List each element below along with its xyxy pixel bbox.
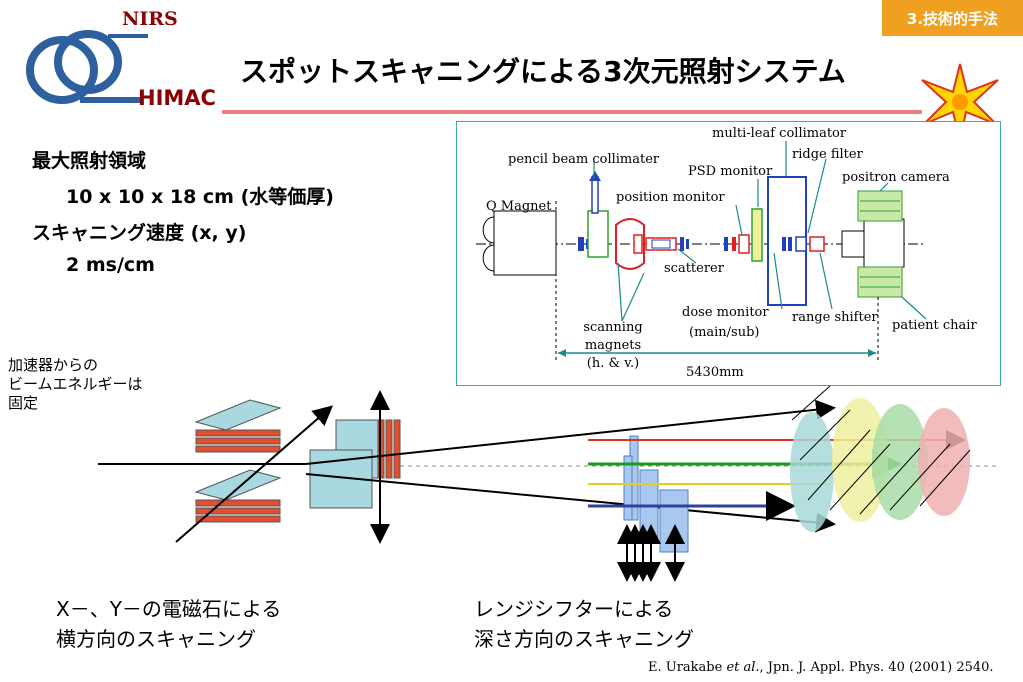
- caption-line: X－、Y－の電磁石による: [56, 597, 282, 621]
- label-line: (h. & v.): [586, 356, 640, 371]
- note-line: 固定: [8, 394, 39, 412]
- label-dose-monitor-sub: (main/sub): [689, 325, 760, 340]
- label-scanning-magnets: scanning magnets (h. & v.): [580, 320, 646, 371]
- spec-scan-speed-value: 2 ms/cm: [66, 254, 155, 276]
- label-line: scanning: [583, 320, 643, 335]
- citation-authors: E. Urakabe: [648, 660, 727, 675]
- label-psd-monitor: PSD monitor: [688, 164, 773, 179]
- label-pencil-beam-collimator: pencil beam collimater: [508, 152, 660, 167]
- label-multi-leaf-collimator: multi-leaf collimator: [712, 126, 847, 141]
- label-patient-chair: patient chair: [892, 318, 977, 333]
- citation-et-al: et al.: [726, 660, 760, 675]
- label-scatterer: scatterer: [664, 261, 724, 276]
- label-q-magnet: Q Magnet: [486, 199, 552, 214]
- note-fixed-energy: 加速器からの ビームエネルギーは 固定: [8, 356, 143, 413]
- label-dose-monitor: dose monitor: [682, 305, 769, 320]
- label-range-shifter: range shifter: [792, 310, 878, 325]
- page-title: スポットスキャニングによる3次元照射システム: [240, 55, 846, 88]
- x-magnet-upper: [194, 399, 282, 453]
- q-magnet-shape: [482, 210, 557, 276]
- logo-himac-text: HIMAC: [138, 86, 216, 110]
- citation: E. Urakabe et al., Jpn. J. Appl. Phys. 4…: [648, 660, 994, 675]
- logo-nirs-text: NIRS: [122, 8, 178, 30]
- caption-line: レンジシフターによる: [474, 597, 674, 621]
- label-length: 5430mm: [686, 365, 744, 380]
- section-badge: 3.技術的手法: [882, 0, 1023, 36]
- caption-line: 深さ方向のスキャニング: [474, 627, 694, 651]
- nirs-himac-logo: [26, 30, 148, 104]
- spec-max-area-value: 10 x 10 x 18 cm (水等価厚): [66, 186, 334, 208]
- spec-scan-speed-label: スキャニング速度 (x, y): [32, 222, 247, 244]
- scanning-illustration: [98, 385, 1000, 582]
- spec-max-area-label: 最大照射領域: [32, 150, 147, 172]
- x-magnet-lower: [194, 469, 282, 523]
- note-line: 加速器からの: [8, 356, 99, 374]
- label-line: magnets: [584, 338, 642, 353]
- caption-depth-scanning: レンジシフターによる 深さ方向のスキャニング: [474, 594, 694, 654]
- citation-journal: , Jpn. J. Appl. Phys. 40 (2001) 2540.: [759, 660, 994, 675]
- beamline-diagram: [476, 141, 927, 361]
- label-position-monitor: position monitor: [616, 190, 725, 205]
- note-line: ビームエネルギーは: [8, 375, 143, 393]
- caption-line: 横方向のスキャニング: [56, 627, 256, 651]
- caption-lateral-scanning: X－、Y－の電磁石による 横方向のスキャニング: [56, 594, 281, 654]
- title-underline: [222, 110, 922, 114]
- y-magnet-pair: [309, 419, 401, 509]
- label-positron-camera: positron camera: [842, 170, 950, 185]
- label-ridge-filter: ridge filter: [792, 147, 863, 162]
